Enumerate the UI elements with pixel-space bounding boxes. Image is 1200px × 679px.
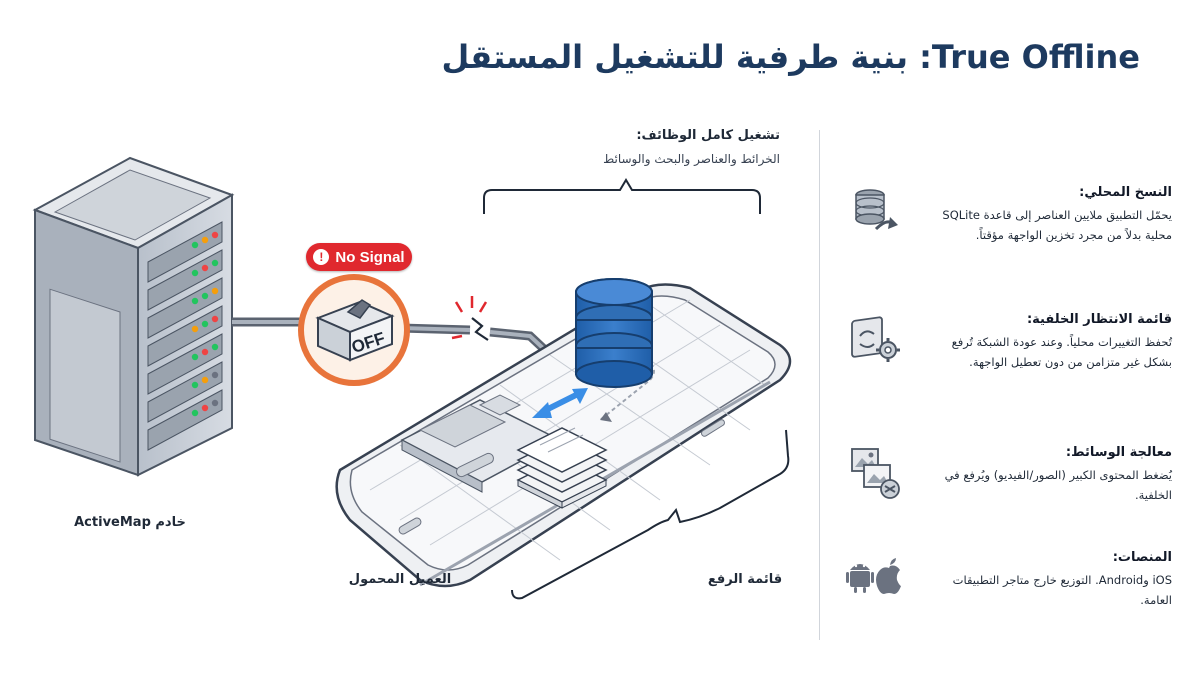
connection-break-icon — [451, 296, 489, 341]
feature-heading: النسخ المحلي: — [1079, 185, 1172, 200]
network-cable — [232, 317, 549, 354]
feature-heading: معالجة الوسائط: — [1065, 445, 1172, 460]
top-label-title: تشغيل كامل الوظائف: — [636, 128, 780, 143]
alert-icon: ! — [313, 249, 330, 265]
top-label-subtitle: الخرائط والعناصر والبحث والوسائط — [603, 152, 780, 166]
server-leds — [191, 231, 219, 417]
feature-local-replication: النسخ المحلي: يحمّل التطبيق ملايين العنا… — [840, 185, 1180, 265]
local-database-icon — [575, 278, 653, 388]
diagram-svg: OFF — [32, 156, 792, 600]
feature-description: iOS وAndroid. التوزيع خارج متاجر التطبيق… — [952, 573, 1172, 607]
no-signal-text: No Signal — [335, 248, 405, 266]
database-sync-icon — [855, 189, 898, 231]
server-label: خادم ActiveMap — [74, 515, 186, 530]
feature-description: تُحفظ التغييرات محلياً. وعند عودة الشبكة… — [951, 335, 1172, 369]
background-queue-gear-icon — [851, 316, 900, 362]
feature-background-queue: قائمة الانتظار الخلفية: تُحفظ التغييرات … — [840, 312, 1180, 392]
feature-media-processing: معالجة الوسائط: يُضغط المحتوى الكبير (ال… — [840, 445, 1180, 525]
bottom-bracket — [511, 429, 790, 600]
top-bracket — [483, 178, 761, 214]
feature-platforms: المنصات: iOS وAndroid. التوزيع خارج متاج… — [840, 550, 1180, 630]
android-icon — [846, 564, 874, 593]
off-switch-icon: OFF — [298, 274, 410, 386]
android-apple-icon — [846, 558, 901, 594]
app-screen-card — [400, 394, 562, 493]
server-slots — [147, 221, 223, 451]
feature-heading: المنصات: — [1112, 550, 1172, 565]
client-label: العميل المحمول — [348, 572, 452, 587]
upload-queue-stack-icon — [516, 427, 608, 509]
queue-label: قائمة الرفع — [707, 572, 783, 587]
architecture-diagram: OFF — [32, 128, 792, 600]
sync-double-arrow-icon — [532, 388, 588, 418]
media-compress-icon — [851, 448, 900, 499]
feature-description: يُضغط المحتوى الكبير (الصور/الفيديو) ويُ… — [944, 468, 1172, 502]
no-signal-badge: ! No Signal — [306, 243, 412, 271]
feature-description: يحمّل التطبيق ملايين العناصر إلى قاعدة S… — [942, 208, 1172, 242]
page-title: True Offline: بنية طرفية للتشغيل المستقل — [441, 38, 1140, 76]
server-rack-icon — [32, 156, 235, 477]
feature-heading: قائمة الانتظار الخلفية: — [1026, 312, 1172, 327]
vertical-divider — [819, 130, 820, 640]
apple-icon — [876, 558, 901, 594]
